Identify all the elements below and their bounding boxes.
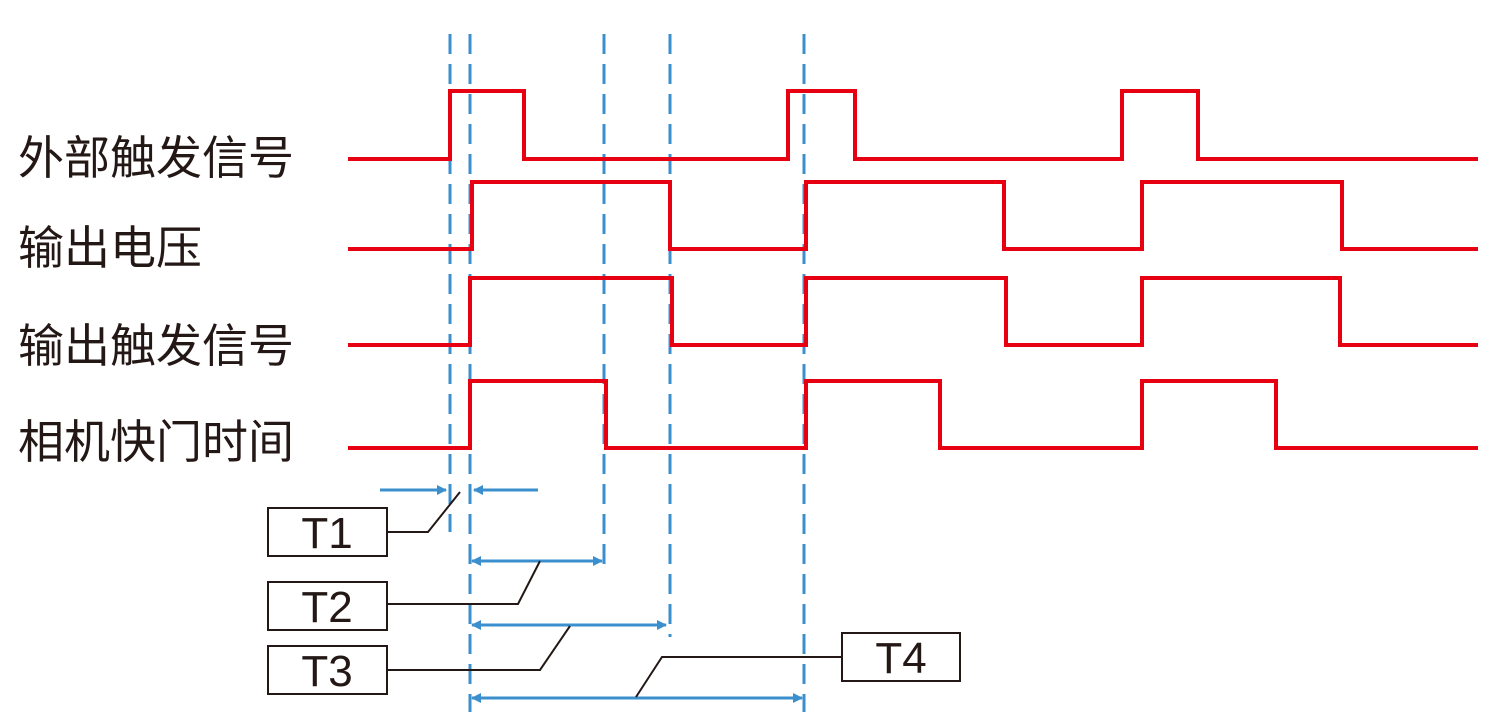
callout-line-t3 <box>388 625 571 671</box>
interval-arrows <box>380 485 803 703</box>
callout-line-t2 <box>388 560 541 605</box>
signal-label-external-trigger: 外部触发信号 <box>18 131 294 185</box>
waveform-output-trigger <box>348 276 1478 347</box>
interval-box-t2: T2 <box>267 581 388 632</box>
interval-label-t2: T2 <box>301 583 352 632</box>
callout-line-t4 <box>635 656 842 698</box>
signal-labels: 外部触发信号 输出电压 输出触发信号 相机快门时间 <box>18 131 294 469</box>
dashed-guide-lines <box>448 34 806 712</box>
callout-line-t1 <box>388 491 461 533</box>
interval-label-t1: T1 <box>301 509 352 558</box>
interval-label-boxes: T1 T2 T3 T4 <box>267 507 961 696</box>
interval-box-t3: T3 <box>267 645 388 696</box>
interval-label-t4: T4 <box>875 634 926 683</box>
signal-label-camera-shutter: 相机快门时间 <box>18 415 294 469</box>
waveform-camera-shutter <box>348 379 1478 450</box>
waveform-output-voltage <box>348 180 1478 251</box>
interval-box-t4: T4 <box>841 632 961 683</box>
waveform-external-trigger <box>348 89 1478 161</box>
signal-waveforms <box>348 89 1478 450</box>
signal-label-output-trigger: 输出触发信号 <box>18 319 294 373</box>
callout-lines <box>388 491 842 698</box>
signal-label-output-voltage: 输出电压 <box>18 221 202 275</box>
interval-label-t3: T3 <box>301 647 352 696</box>
interval-box-t1: T1 <box>267 507 388 558</box>
